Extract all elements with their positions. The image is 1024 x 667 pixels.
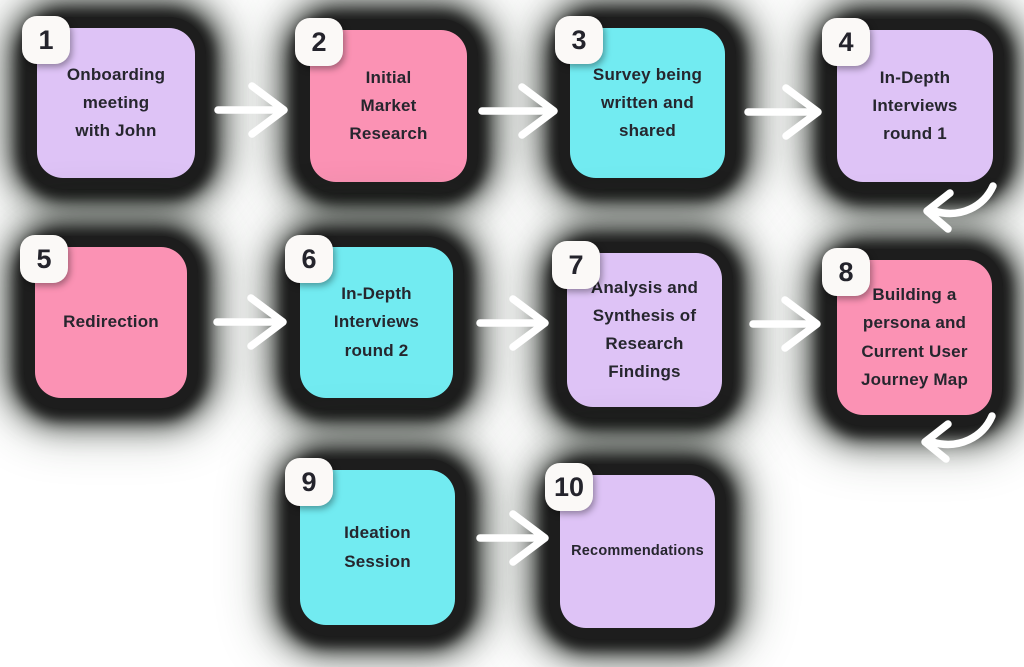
step-label: In-Depth Interviews round 2 <box>333 284 420 360</box>
step-number-badge: 6 <box>285 235 333 283</box>
step-number-badge: 3 <box>555 16 603 64</box>
step-number-badge: 8 <box>822 248 870 296</box>
step-label: Analysis and Synthesis of Research Findi… <box>590 277 699 382</box>
arrow-right-icon <box>749 296 821 352</box>
step-label: Initial Market Research <box>349 67 428 144</box>
step-number-badge: 2 <box>295 18 343 66</box>
step-number: 1 <box>38 24 54 55</box>
step-label: Ideation Session <box>344 523 411 571</box>
arrow-loop-icon <box>923 182 997 233</box>
step-label: Building a persona and Current User Jour… <box>860 285 969 389</box>
step-card-9: 9 Ideation Session <box>285 458 455 625</box>
step-card-5: 5 Redirection <box>20 235 187 398</box>
step-label: Redirection <box>63 312 159 332</box>
step-number-badge: 1 <box>22 16 70 64</box>
step-card-1: 1 Onboarding meeting with John <box>22 16 195 178</box>
step-number: 5 <box>36 243 52 274</box>
step-label: Recommendations <box>571 542 704 559</box>
step-number-badge: 9 <box>285 458 333 506</box>
step-card-10: 10 Recommendations <box>545 463 715 628</box>
arrow-loop-icon <box>921 412 996 463</box>
step-card-3: 3 Survey being written and shared <box>555 16 725 178</box>
step-number: 3 <box>571 24 587 55</box>
step-label: Onboarding meeting with John <box>66 64 166 141</box>
step-card-2: 2 Initial Market Research <box>295 18 467 182</box>
step-number-badge: 4 <box>822 18 870 66</box>
step-card-4: 4 In-Depth Interviews round 1 <box>822 18 993 182</box>
arrow-right-icon <box>744 84 822 140</box>
step-card-8: 8 Building a persona and Current User Jo… <box>822 248 992 415</box>
step-number: 8 <box>838 256 854 287</box>
step-number: 2 <box>311 26 327 57</box>
step-number: 10 <box>553 471 585 502</box>
arrow-right-icon <box>478 83 558 139</box>
step-label: Survey being written and shared <box>592 64 703 141</box>
step-number-badge: 5 <box>20 235 68 283</box>
step-label: In-Depth Interviews round 1 <box>872 67 958 144</box>
arrow-right-icon <box>476 295 549 351</box>
step-number-badge: 10 <box>545 463 593 511</box>
step-number: 7 <box>568 249 584 280</box>
step-number: 9 <box>301 466 317 497</box>
arrow-right-icon <box>213 294 287 350</box>
arrow-right-icon <box>476 510 549 566</box>
step-card-6: 6 In-Depth Interviews round 2 <box>285 235 453 398</box>
step-card-7: 7 Analysis and Synthesis of Research Fin… <box>552 241 722 407</box>
step-number-badge: 7 <box>552 241 600 289</box>
step-number: 4 <box>838 26 854 57</box>
arrow-right-icon <box>214 82 288 138</box>
step-number: 6 <box>301 243 317 274</box>
